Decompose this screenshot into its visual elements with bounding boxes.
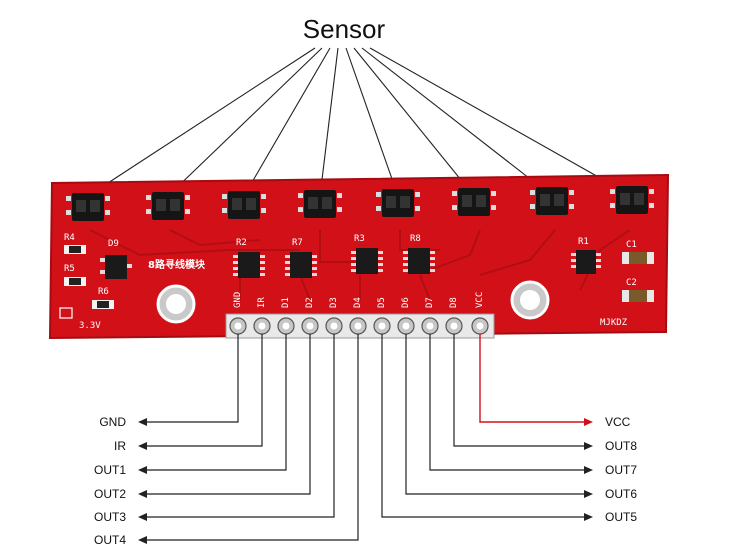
pin-label-d3: D3 xyxy=(329,297,339,308)
ir-sensor xyxy=(610,186,654,214)
label-r2: R2 xyxy=(236,238,247,248)
board-chinese-title: 8路寻线模块 xyxy=(148,258,206,271)
vcc-arrowhead xyxy=(584,418,593,426)
pin-label-d2: D2 xyxy=(305,297,315,308)
diagram-title: Sensor xyxy=(303,14,386,44)
label-c1: C1 xyxy=(626,240,637,250)
pcb-board: R4 R5 R6 D9 3.3V 8路寻线模块 R2 R7 R3 R8 R1 C… xyxy=(48,173,670,340)
arrowheads xyxy=(138,418,593,544)
ir-sensor xyxy=(66,193,110,221)
pin-wires xyxy=(145,334,586,541)
label-voltage: 3.3V xyxy=(79,321,101,331)
output-label-out8: OUT8 xyxy=(605,439,637,453)
ir-sensor xyxy=(298,190,342,218)
pin-label-d5: D5 xyxy=(377,297,387,308)
pin-label-ir: IR xyxy=(257,297,267,308)
vcc-wire xyxy=(479,334,586,423)
label-d9: D9 xyxy=(108,239,119,249)
pin-labels: GND IR D1 D2 D3 D4 D5 D6 D7 D8 VCC xyxy=(233,292,485,308)
capacitor-c2 xyxy=(622,290,654,302)
capacitor-c1 xyxy=(622,252,654,264)
ic-r2 xyxy=(233,252,265,278)
label-r6: R6 xyxy=(98,287,109,297)
output-label-out7: OUT7 xyxy=(605,463,637,477)
output-label-out6: OUT6 xyxy=(605,487,637,501)
pin-label-d4: D4 xyxy=(353,297,363,308)
output-label-out1: OUT1 xyxy=(94,463,126,477)
label-r1: R1 xyxy=(578,237,589,247)
ic-r8 xyxy=(403,248,435,274)
ir-sensor xyxy=(146,192,190,220)
sensor-callout-lines xyxy=(87,47,633,197)
output-label-vcc: VCC xyxy=(605,415,631,429)
resistor-r4 xyxy=(64,245,86,254)
ir-sensor xyxy=(222,191,266,219)
led-3v3 xyxy=(59,307,73,319)
output-label-ir: IR xyxy=(114,439,126,453)
brand-label: MJKDZ xyxy=(600,318,628,328)
ic-r1 xyxy=(571,250,601,274)
resistor-r5 xyxy=(64,277,86,286)
output-label-out5: OUT5 xyxy=(605,510,637,524)
label-r4: R4 xyxy=(64,233,75,243)
label-r7: R7 xyxy=(292,238,303,248)
ir-sensor xyxy=(376,189,420,217)
label-r3: R3 xyxy=(354,234,365,244)
output-label-out2: OUT2 xyxy=(94,487,126,501)
output-label-out3: OUT3 xyxy=(94,510,126,524)
pin-label-d8: D8 xyxy=(449,297,459,308)
transistor-d9 xyxy=(100,255,132,279)
output-label-gnd: GND xyxy=(99,415,126,429)
ic-r7 xyxy=(285,252,317,278)
pin-label-gnd: GND xyxy=(233,292,243,308)
mounting-hole-left xyxy=(156,284,196,324)
label-r5: R5 xyxy=(64,264,75,274)
output-label-out4: OUT4 xyxy=(94,533,126,547)
pin-label-d7: D7 xyxy=(425,297,435,308)
pin-label-vcc: VCC xyxy=(475,292,485,308)
mounting-hole-right xyxy=(510,280,550,320)
label-c2: C2 xyxy=(626,278,637,288)
ic-r3 xyxy=(351,248,383,274)
ir-sensor xyxy=(530,187,574,215)
label-r8: R8 xyxy=(410,234,421,244)
ir-sensor xyxy=(452,188,496,216)
pin-label-d6: D6 xyxy=(401,297,411,308)
pin-label-d1: D1 xyxy=(281,297,291,308)
resistor-r6 xyxy=(92,300,114,309)
